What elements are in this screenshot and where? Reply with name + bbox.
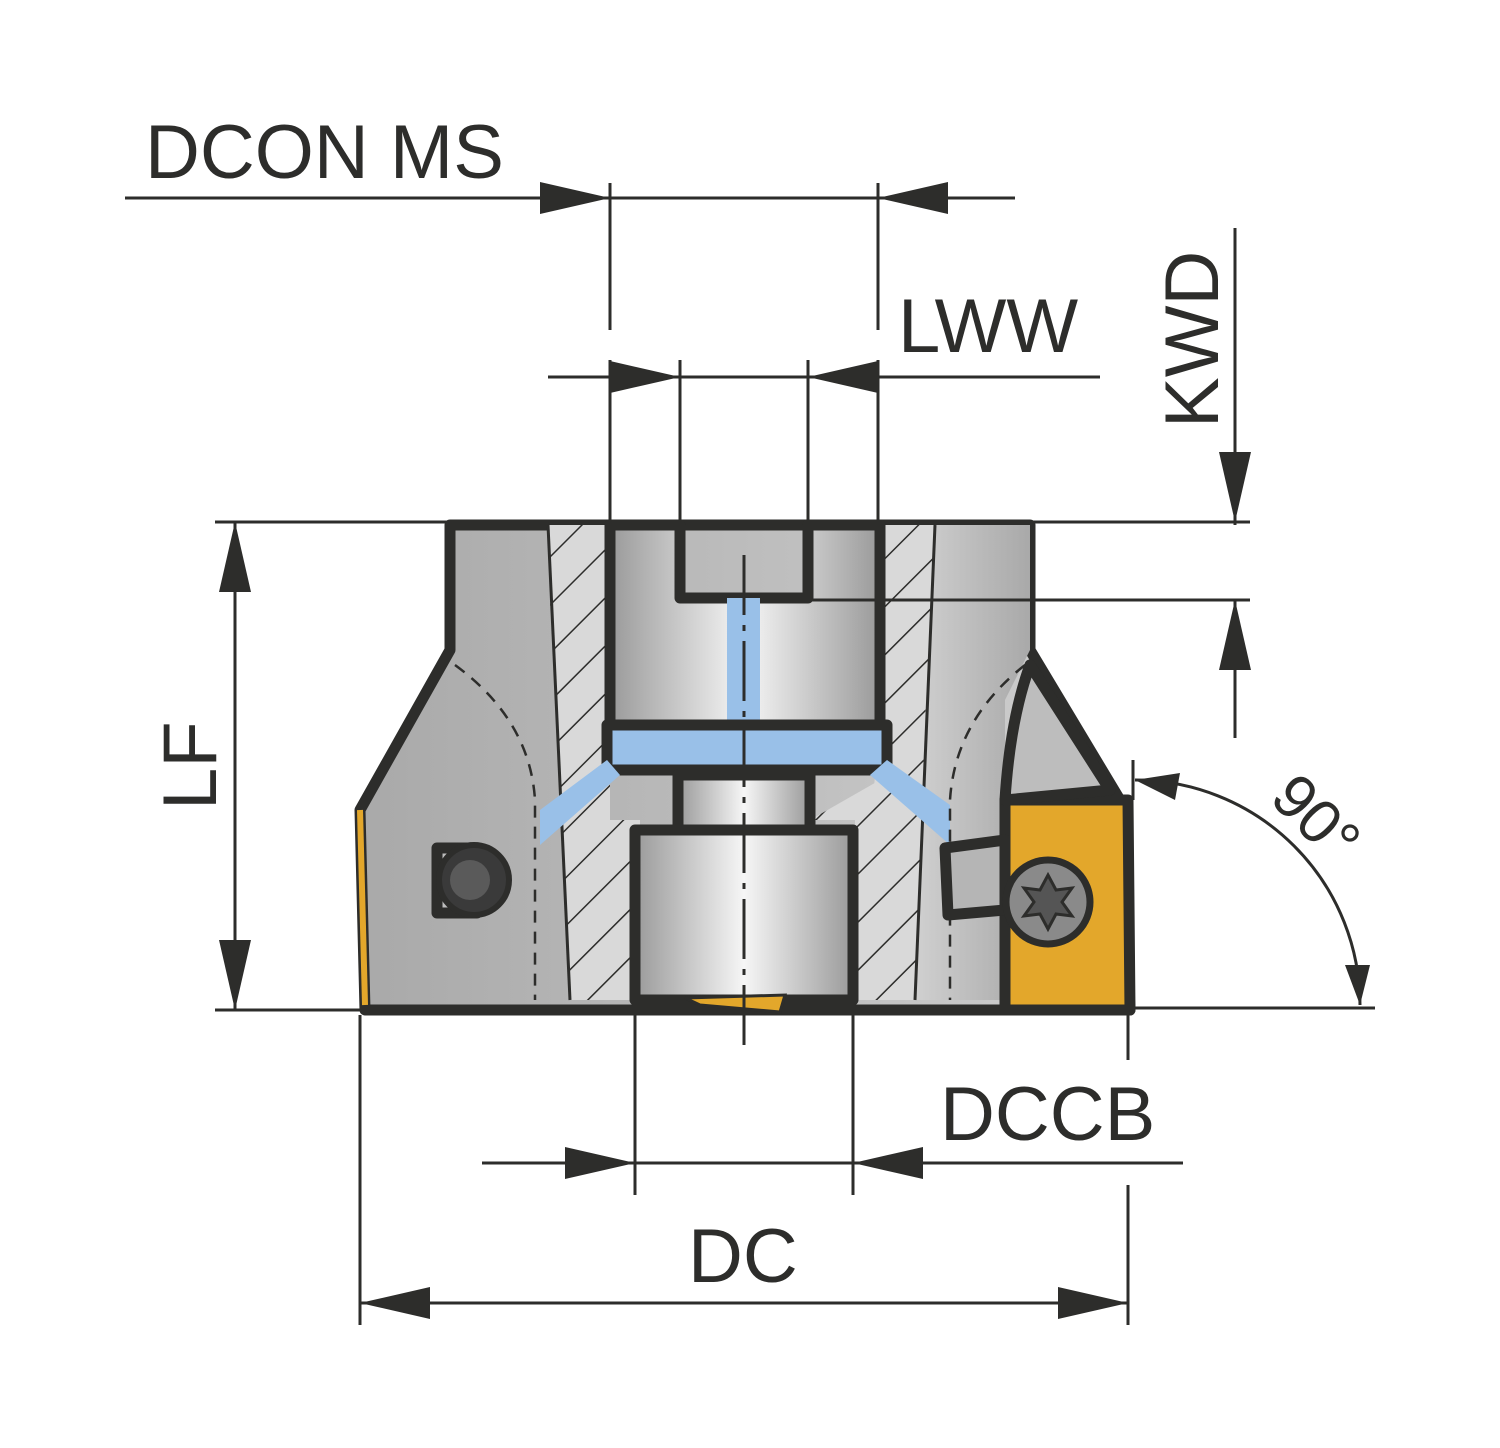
- insert-seat: [999, 659, 1116, 806]
- hidden-line-right: [948, 664, 1026, 1000]
- bottom-insert: [684, 993, 788, 1014]
- dimension-kwd: KWD: [808, 228, 1251, 738]
- dimension-dccb: DCCB: [482, 1000, 1183, 1195]
- dimension-lf: LF: [148, 520, 450, 1012]
- label-lf: LF: [148, 721, 233, 810]
- dimension-lww: LWW: [548, 284, 1100, 598]
- cutting-insert: [939, 659, 1136, 1016]
- clamp-screw-left: [431, 842, 512, 919]
- section-hatch-left: [548, 525, 610, 1000]
- label-lww: LWW: [898, 284, 1078, 369]
- label-dc: DC: [688, 1214, 798, 1299]
- coolant-channel-right: [870, 760, 950, 845]
- label-dccb: DCCB: [940, 1072, 1155, 1157]
- coolant-ring: [601, 719, 893, 776]
- coolant-channel-left: [540, 760, 620, 845]
- dimension-angle: 90°: [1130, 760, 1375, 1010]
- dimension-dc: DC: [358, 1015, 1130, 1325]
- label-angle: 90°: [1258, 761, 1373, 876]
- hidden-line-left: [454, 663, 537, 1000]
- dimension-dcon-ms: DCON MS: [125, 110, 1015, 330]
- label-dcon-ms: DCON MS: [145, 110, 504, 195]
- label-kwd: KWD: [1150, 251, 1235, 428]
- wedge: [939, 834, 1011, 921]
